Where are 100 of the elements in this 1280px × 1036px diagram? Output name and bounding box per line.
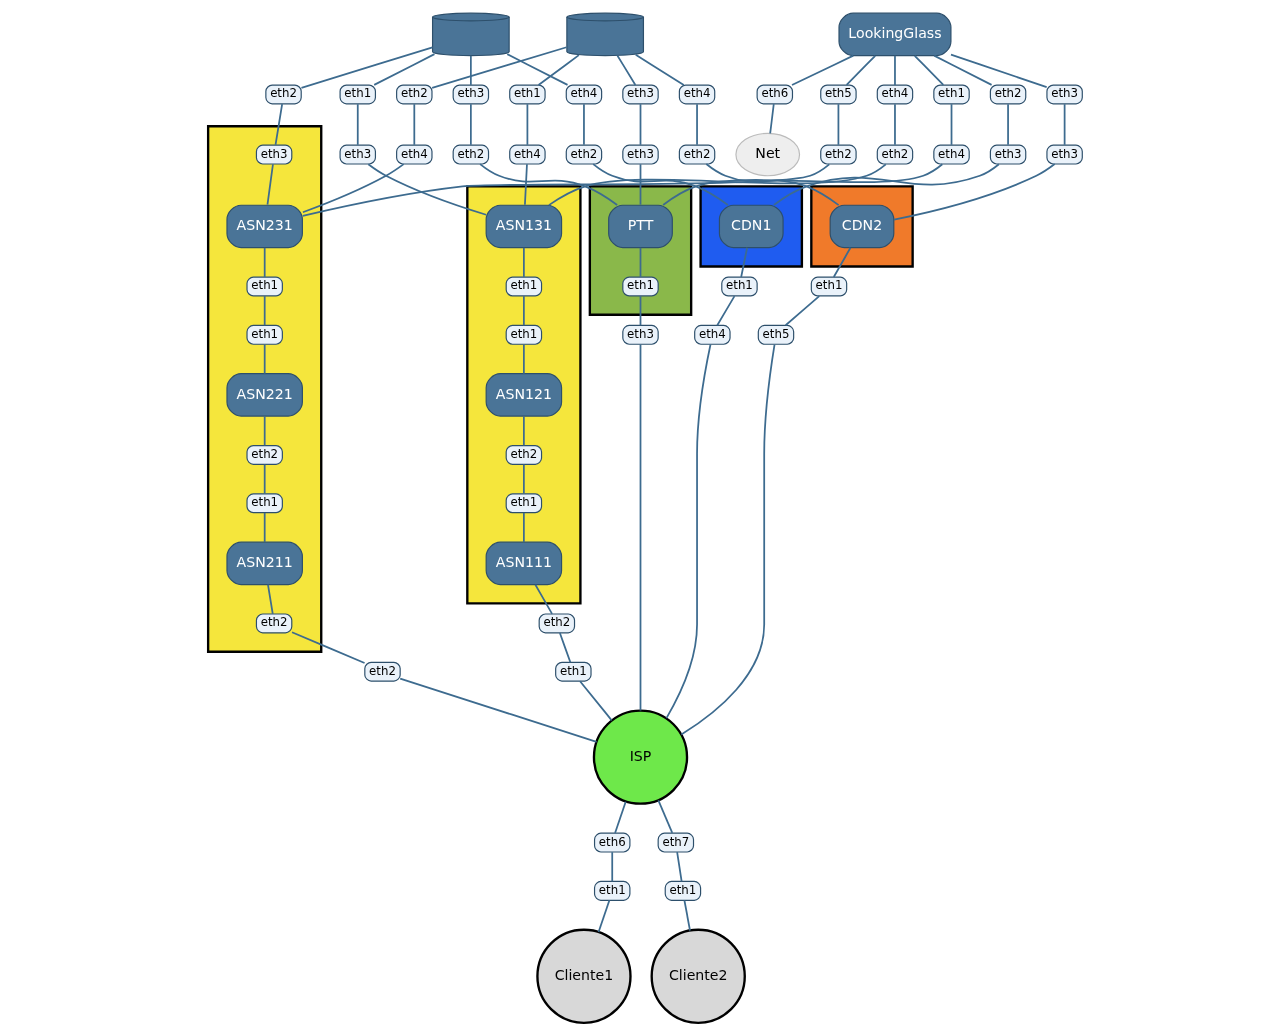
node-box: eth1 (932, 84, 970, 105)
connector (639, 343, 641, 712)
node-box: eth3 (621, 324, 659, 345)
node-box: eth1 (245, 276, 283, 297)
connector (526, 103, 528, 146)
connector (639, 163, 641, 206)
node-box: ASN111 (485, 541, 562, 586)
cluster (206, 125, 322, 653)
connector (534, 583, 553, 615)
connector (893, 103, 896, 146)
node-box: eth1 (664, 880, 701, 901)
node-box: eth1 (505, 276, 542, 297)
connector (616, 54, 636, 86)
node-box: eth4 (508, 144, 546, 165)
connector (1063, 103, 1065, 146)
node-box: eth4 (678, 84, 715, 105)
connector (610, 851, 613, 883)
node-box: ASN231 (225, 204, 303, 249)
connector (356, 103, 359, 146)
connector (639, 295, 641, 327)
cluster (465, 185, 582, 605)
connector (772, 163, 1000, 206)
connector (301, 163, 830, 217)
node-box: eth2 (678, 144, 715, 165)
connector (478, 163, 618, 206)
node-box: eth3 (989, 144, 1026, 165)
node-box: eth3 (1045, 144, 1083, 165)
connector (665, 343, 711, 720)
connector (739, 246, 748, 278)
node-box: ASN221 (225, 373, 303, 417)
node-box: eth2 (819, 144, 857, 165)
node-box: eth3 (1045, 84, 1083, 105)
connector (613, 800, 627, 834)
node-box: eth3 (452, 84, 489, 105)
connector (263, 246, 266, 278)
node-circle: Cliente2 (650, 928, 746, 1024)
node-box: eth3 (339, 144, 376, 165)
connector (790, 54, 854, 86)
node-ellipse: Net (734, 132, 800, 177)
node-box: eth1 (621, 276, 659, 297)
node-box: eth1 (720, 276, 758, 297)
connector (639, 246, 641, 278)
connector (657, 799, 673, 834)
node-box: LookingGlass (837, 12, 951, 57)
connector (505, 53, 568, 86)
connector (263, 415, 266, 447)
connector (845, 54, 876, 86)
connector (469, 103, 472, 146)
connector (372, 53, 435, 86)
connector (578, 680, 613, 722)
node-box: eth2 (876, 144, 913, 165)
node-box: eth1 (245, 324, 283, 345)
node-box: eth4 (565, 84, 602, 105)
node-box: eth1 (245, 493, 283, 514)
connector (558, 632, 571, 664)
node-box: eth4 (395, 144, 433, 165)
connector (932, 54, 992, 86)
connector (274, 103, 283, 146)
connector (301, 163, 405, 214)
connector (675, 851, 682, 883)
connector (547, 163, 887, 206)
node-box: eth7 (657, 832, 694, 853)
node-box: eth5 (819, 84, 857, 105)
connector (582, 103, 585, 146)
node-box: eth2 (255, 613, 292, 634)
node-circle: ISP (592, 709, 688, 805)
node-box: eth3 (621, 84, 659, 105)
node-box: eth1 (505, 493, 542, 514)
node-box: ASN131 (485, 204, 562, 249)
connector (784, 295, 820, 327)
node-box: eth2 (452, 144, 489, 165)
node-box: ASN211 (225, 541, 303, 586)
connector (263, 343, 266, 375)
node-box: eth1 (593, 880, 630, 901)
connector (412, 103, 415, 146)
node-box: ASN121 (485, 373, 562, 417)
connector (1006, 103, 1009, 146)
node-box: eth2 (565, 144, 602, 165)
node-box: eth2 (363, 661, 401, 682)
node-box: eth1 (554, 661, 592, 682)
connector (263, 295, 266, 327)
connector (695, 103, 698, 146)
connector (950, 103, 952, 146)
node-box: eth6 (593, 832, 630, 853)
connector (430, 46, 567, 89)
node-box: eth2 (505, 444, 542, 465)
node-box: PTT (607, 204, 673, 249)
connector (661, 163, 943, 206)
node-box: eth1 (810, 276, 847, 297)
node-box: eth2 (245, 444, 283, 465)
connector (290, 631, 365, 664)
connector (715, 295, 735, 327)
connector (522, 343, 525, 375)
node-box: eth1 (339, 84, 376, 105)
connector (832, 246, 851, 278)
node-box: eth6 (756, 84, 793, 105)
node-box: eth1 (505, 324, 542, 345)
connector (893, 54, 896, 86)
connector (597, 899, 610, 933)
connector (949, 53, 1048, 89)
